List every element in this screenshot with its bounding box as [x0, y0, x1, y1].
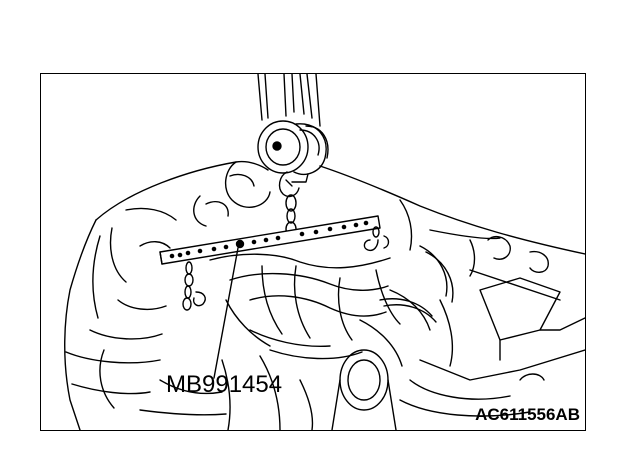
engine-compartment-lines: [64, 160, 585, 430]
tool-callout-label: MB991454: [166, 371, 283, 398]
hoist-chain-lines: [257, 74, 321, 127]
callout-leader-line: [213, 247, 239, 379]
chain-block-pulley: [257, 120, 329, 183]
engine-hanger-bar: [159, 215, 381, 265]
figure-id-label: AC611556AB: [475, 405, 580, 424]
right-hanger-chain: [363, 226, 390, 252]
figure-frame: [40, 73, 586, 431]
left-hanger-chain: [182, 261, 206, 311]
